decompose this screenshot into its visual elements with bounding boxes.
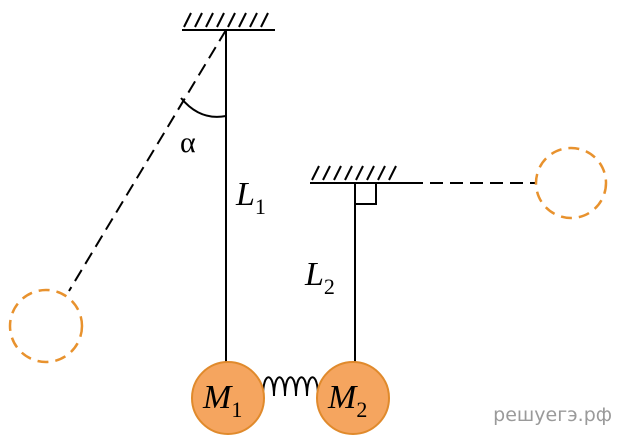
deflected-string-1 (68, 29, 227, 292)
ghost-mass-1 (8, 288, 84, 364)
spring (262, 376, 319, 397)
angle-arc (180, 97, 227, 118)
mass-2 (316, 361, 390, 435)
right-angle-marker (355, 183, 377, 205)
ceiling-support-2 (310, 165, 410, 184)
watermark: решуегэ.рф (493, 404, 612, 426)
length-2-label: L2 (304, 256, 335, 299)
ceiling-support-1 (182, 12, 275, 31)
ghost-mass-2 (534, 146, 608, 220)
mass-2-label: M2 (327, 379, 367, 422)
angle-label: α (180, 126, 196, 159)
mass-1-label: M1 (202, 379, 242, 422)
length-1-label: L1 (235, 176, 266, 219)
mass-1 (191, 361, 265, 435)
